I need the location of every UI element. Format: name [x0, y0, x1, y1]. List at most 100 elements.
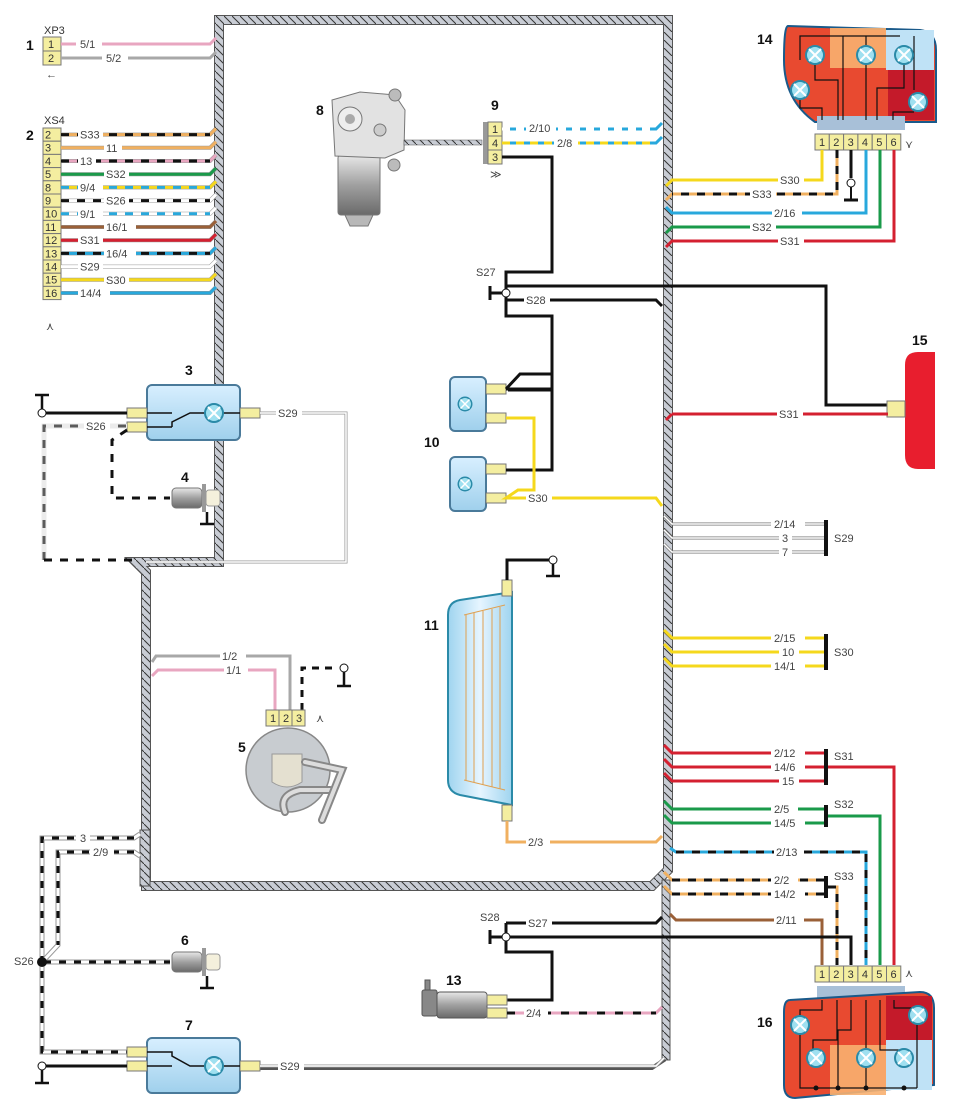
wire-label: S31	[779, 409, 799, 421]
splice-bar	[824, 876, 828, 898]
connector-name: XS4	[44, 115, 65, 127]
pin-label: 4	[862, 969, 868, 981]
splice-label: S28	[526, 295, 546, 307]
key-symbol: ⋎	[905, 139, 913, 151]
wire-label: 1/2	[222, 651, 237, 663]
pin-label: 8	[45, 182, 51, 194]
splice-label: S30	[834, 647, 854, 659]
wire-label: 2/3	[528, 837, 543, 849]
wire-2-13: 2/13	[669, 846, 868, 965]
pin-label: 5	[876, 969, 882, 981]
splice-s27-s28-upper: S27 S28	[474, 266, 888, 407]
splice-label: S31	[834, 751, 854, 763]
wire-label: S31	[80, 235, 100, 247]
xs4-wire-row: 4 13	[42, 153, 218, 169]
pin-label: 1	[270, 713, 276, 725]
wire-label: S33	[80, 130, 100, 142]
splice-bar	[824, 634, 828, 670]
splice-bar	[824, 749, 828, 785]
pin-label: 16	[45, 288, 57, 300]
wire-label: S29	[280, 1061, 300, 1073]
wire-label: S29	[80, 262, 100, 274]
key-symbol: ⋏	[316, 713, 324, 725]
component-6-door-switch: 6	[171, 932, 221, 990]
component-15-brake-light: 15 S31	[664, 332, 935, 469]
wire-label: 3	[782, 533, 788, 545]
pin-label: 1	[819, 137, 825, 149]
component-number: 15	[912, 332, 928, 348]
pin-label: 5	[876, 137, 882, 149]
wire-label: 9/1	[80, 209, 95, 221]
splice-label: S32	[834, 799, 854, 811]
wire-label: 14/4	[80, 288, 101, 300]
component-number: 16	[757, 1014, 773, 1030]
pin-label: 10	[45, 209, 57, 221]
component-11-heated-rear-window: 11 2/3	[424, 555, 664, 849]
pin-label: 4	[492, 138, 498, 150]
wire-label: 11	[106, 143, 117, 155]
wire-label: S26	[86, 421, 106, 433]
wire-label: S30	[528, 493, 548, 505]
component-number: 3	[185, 362, 193, 378]
wire-label: 13	[80, 156, 92, 168]
wire-label: 2/9	[93, 847, 108, 859]
pin-label: 6	[891, 137, 897, 149]
pin-label: 2	[45, 130, 51, 142]
xs4-wire-row: 13 16/4	[42, 245, 218, 261]
wire-label: 2/2	[774, 875, 789, 887]
component-number: 8	[316, 102, 324, 118]
pin-label: 2	[48, 53, 54, 65]
wire-label: S32	[752, 222, 772, 234]
wire-label: 14/5	[774, 818, 795, 830]
key-symbol: ⋏	[905, 968, 913, 980]
wire-label: 14/1	[774, 661, 795, 673]
component-8-wiper-motor: 8	[316, 88, 483, 227]
wire-label: 2/16	[774, 208, 795, 220]
component-number: 13	[446, 972, 462, 988]
pin-label: 2	[833, 137, 839, 149]
component-number: 10	[424, 434, 440, 450]
splice-bar	[824, 520, 828, 556]
wire-label: 15	[782, 776, 794, 788]
pin-label: 1	[492, 124, 498, 136]
pin-label: 1	[819, 969, 825, 981]
wire-label: 5/2	[106, 53, 121, 65]
component-number: 2	[26, 127, 34, 143]
component-7-switch: 7 S29	[35, 1017, 666, 1094]
pin-label: 13	[45, 248, 57, 260]
wire-label: 2/4	[526, 1008, 541, 1020]
wire-label: S32	[106, 169, 126, 181]
pin-cell	[886, 965, 902, 983]
wire-label: 2/15	[774, 633, 795, 645]
harness-frame	[123, 15, 673, 1070]
pin-label: 3	[492, 152, 498, 164]
component-4-door-switch: 4	[171, 469, 221, 526]
wire-label: 2/10	[529, 123, 550, 135]
wire-label: 2/12	[774, 748, 795, 760]
wire-label: 16/1	[106, 222, 127, 234]
pin-label: 3	[848, 969, 854, 981]
wire-label: 16/4	[106, 248, 127, 260]
pin-label: 4	[45, 156, 51, 168]
component-3-switch: 3 S29 S26	[35, 362, 348, 564]
pin-label: 3	[848, 137, 854, 149]
wire-label: S33	[752, 189, 772, 201]
connector-name: XP3	[44, 25, 65, 37]
wire-label: S31	[780, 236, 800, 248]
key-symbol: ⋏	[46, 321, 54, 333]
pin-label: 2	[283, 713, 289, 725]
left-lower-wiring: S26 3 2/9	[8, 831, 170, 1055]
component-number: 7	[185, 1017, 193, 1033]
